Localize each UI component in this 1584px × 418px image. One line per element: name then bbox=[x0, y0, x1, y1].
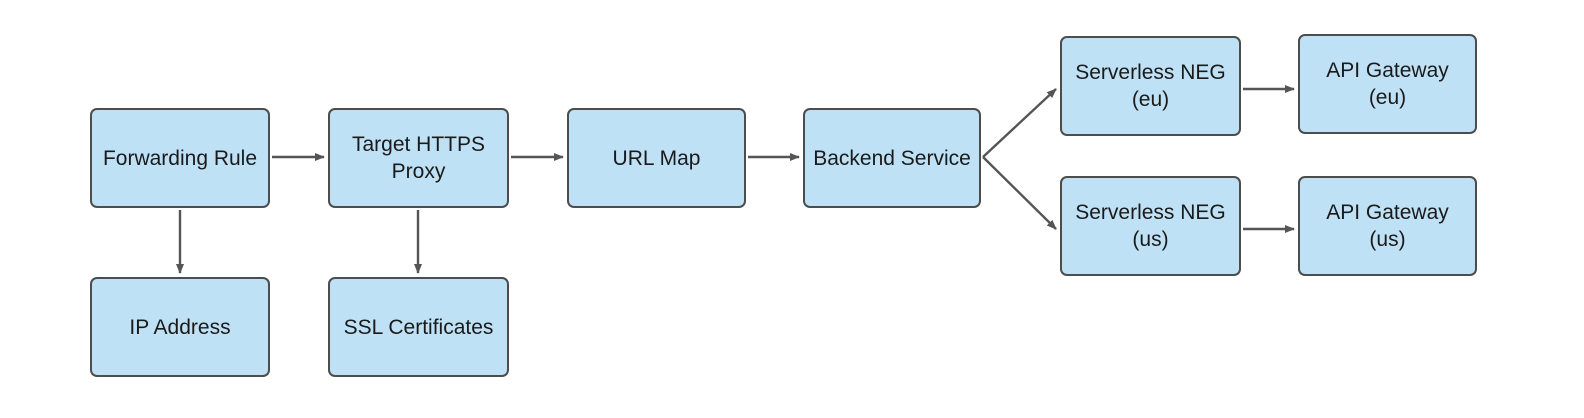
node-serverless-neg-eu[interactable]: Serverless NEG (eu) bbox=[1060, 36, 1241, 136]
node-label-url-map: URL Map bbox=[612, 146, 701, 170]
node-label-target-https-proxy: Target HTTPS Proxy bbox=[351, 133, 486, 183]
node-label-ip-address: IP Address bbox=[129, 315, 231, 339]
edge-backend-service-to-serverless-neg-us bbox=[982, 156, 1057, 230]
node-label-serverless-neg-us: Serverless NEG (us) bbox=[1075, 201, 1226, 251]
node-label-serverless-neg-eu: Serverless NEG (eu) bbox=[1075, 61, 1226, 111]
node-serverless-neg-us[interactable]: Serverless NEG (us) bbox=[1060, 176, 1241, 276]
edge-backend-service-to-serverless-neg-eu bbox=[982, 88, 1057, 158]
node-label-api-gateway-us: API Gateway (us) bbox=[1326, 201, 1449, 251]
node-api-gateway-eu[interactable]: API Gateway (eu) bbox=[1298, 34, 1477, 134]
node-ip-address[interactable]: IP Address bbox=[90, 277, 270, 377]
node-url-map[interactable]: URL Map bbox=[567, 108, 746, 208]
node-backend-service[interactable]: Backend Service bbox=[803, 108, 981, 208]
node-forwarding-rule[interactable]: Forwarding Rule bbox=[90, 108, 270, 208]
node-target-https-proxy[interactable]: Target HTTPS Proxy bbox=[328, 108, 509, 208]
node-label-backend-service: Backend Service bbox=[813, 146, 971, 170]
node-ssl-certificates[interactable]: SSL Certificates bbox=[328, 277, 509, 377]
node-api-gateway-us[interactable]: API Gateway (us) bbox=[1298, 176, 1477, 276]
node-label-ssl-certificates: SSL Certificates bbox=[343, 315, 494, 339]
node-label-forwarding-rule: Forwarding Rule bbox=[102, 146, 258, 170]
node-label-api-gateway-eu: API Gateway (eu) bbox=[1326, 59, 1449, 109]
